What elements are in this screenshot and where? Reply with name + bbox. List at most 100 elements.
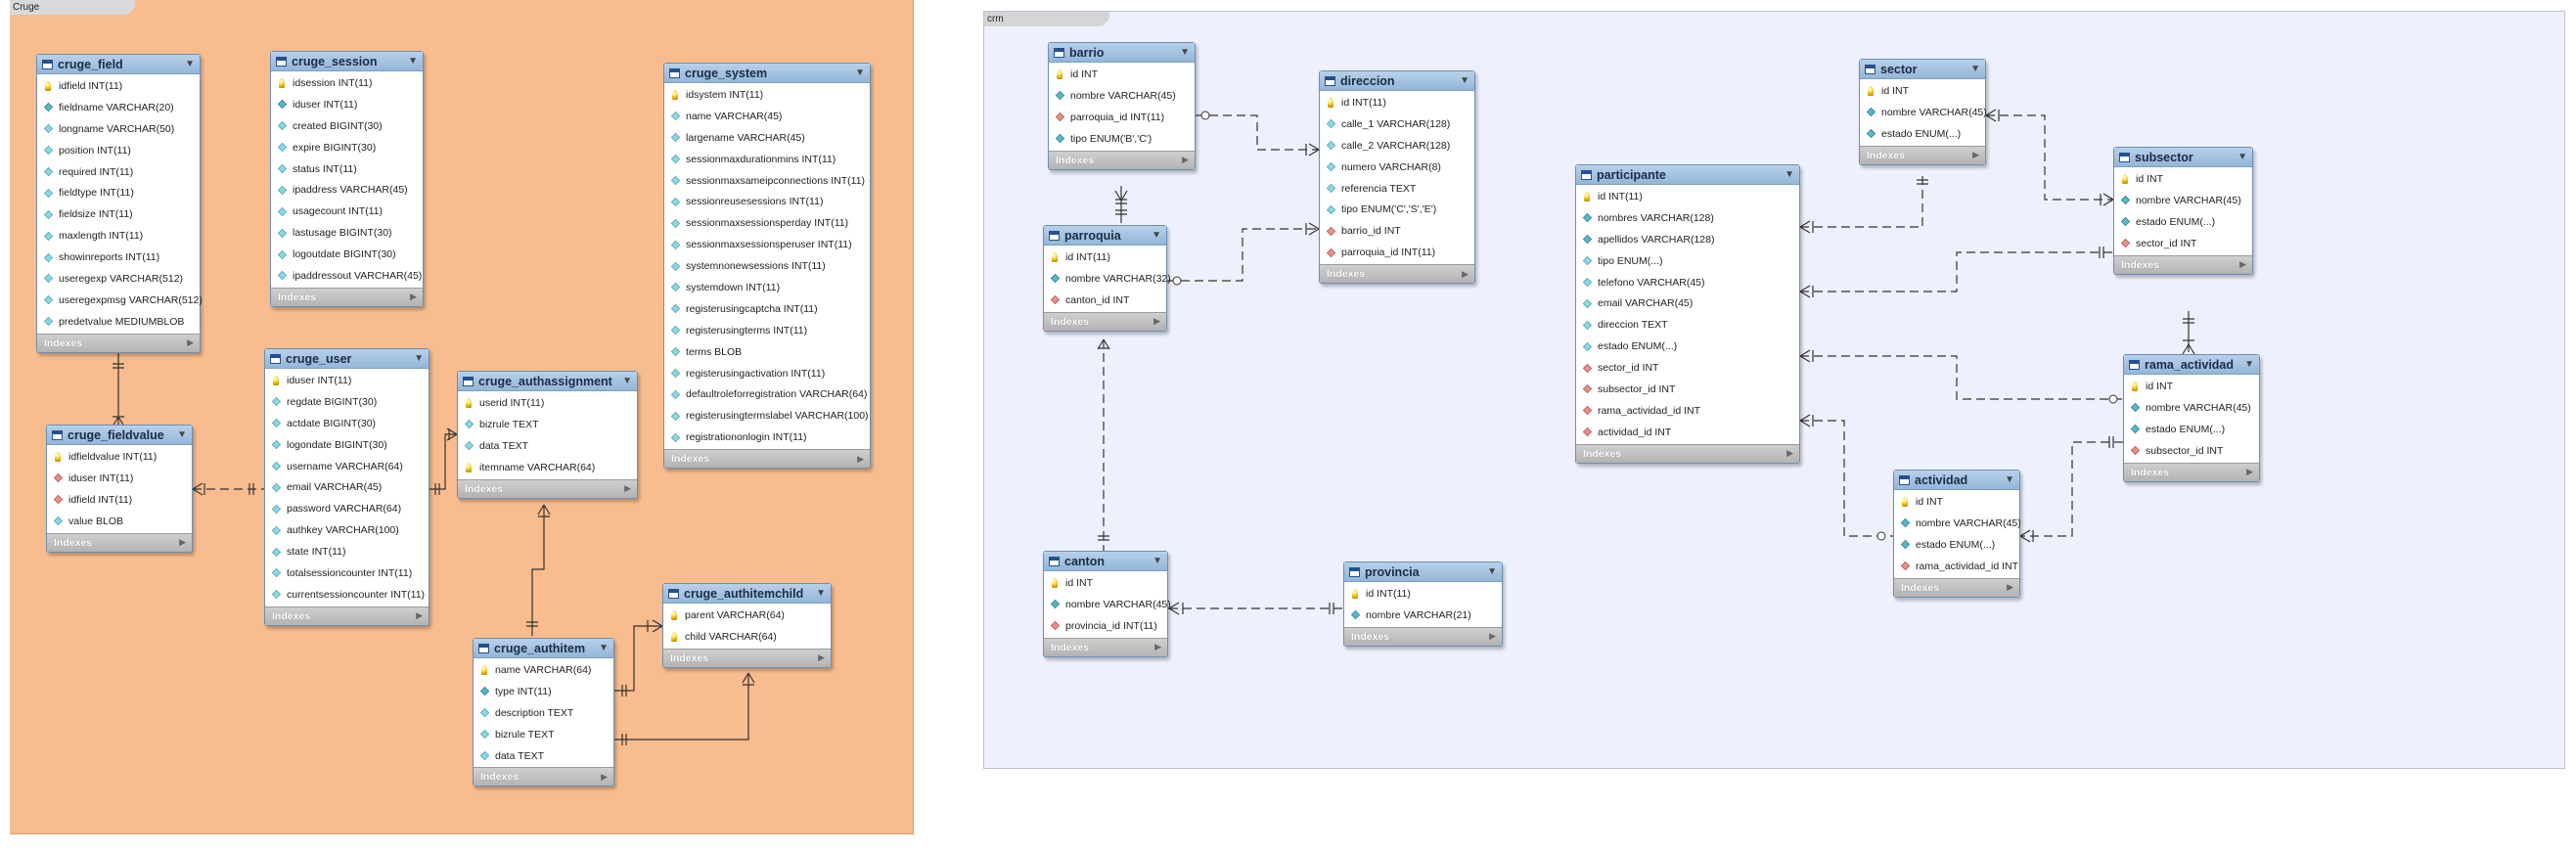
column-row[interactable]: fieldname VARCHAR(20) [37, 97, 200, 118]
column-row[interactable]: nombre VARCHAR(45) [2124, 397, 2259, 419]
column-row[interactable]: id INT(11) [1044, 247, 1166, 268]
column-row[interactable]: defaultroleforregistration VARCHAR(64) [664, 383, 870, 405]
column-row[interactable]: child VARCHAR(64) [663, 626, 831, 648]
column-row[interactable]: nombre VARCHAR(45) [1049, 85, 1195, 107]
column-row[interactable]: sessionmaxsessionsperday INT(11) [664, 212, 870, 234]
column-row[interactable]: actdate BIGINT(30) [265, 413, 429, 434]
column-row[interactable]: regdate BIGINT(30) [265, 391, 429, 413]
indexes-section[interactable]: Indexes▶ [37, 333, 200, 352]
expand-arrow-icon[interactable]: ▶ [1972, 150, 1979, 160]
collapse-arrow-icon[interactable]: ▼ [414, 353, 424, 364]
indexes-section[interactable]: Indexes▶ [271, 287, 423, 306]
expand-arrow-icon[interactable]: ▶ [1489, 631, 1496, 642]
column-row[interactable]: registerusingactivation INT(11) [664, 363, 870, 384]
table-header[interactable]: subsector▼ [2114, 148, 2252, 167]
column-row[interactable]: rama_actividad_id INT [1894, 556, 2019, 577]
column-row[interactable]: sessionmaxdurationmins INT(11) [664, 149, 870, 170]
indexes-section[interactable]: Indexes▶ [1894, 577, 2019, 597]
table-header[interactable]: canton▼ [1044, 552, 1167, 571]
column-row[interactable]: parent VARCHAR(64) [663, 605, 831, 626]
column-row[interactable]: idfield INT(11) [47, 489, 192, 511]
expand-arrow-icon[interactable]: ▶ [1182, 155, 1189, 165]
column-row[interactable]: estado ENUM(...) [2124, 419, 2259, 440]
column-row[interactable]: sessionreusesessions INT(11) [664, 191, 870, 212]
column-row[interactable]: longname VARCHAR(50) [37, 118, 200, 140]
column-row[interactable]: barrio_id INT [1320, 220, 1474, 242]
column-row[interactable]: username VARCHAR(64) [265, 456, 429, 477]
column-row[interactable]: useregexpmsg VARCHAR(512) [37, 290, 203, 311]
indexes-section[interactable]: Indexes▶ [1860, 145, 1985, 164]
column-row[interactable]: authkey VARCHAR(100) [265, 519, 429, 541]
expand-arrow-icon[interactable]: ▶ [179, 537, 186, 548]
column-row[interactable]: email VARCHAR(45) [265, 476, 429, 498]
column-row[interactable]: nombre VARCHAR(45) [1860, 102, 1987, 123]
column-row[interactable]: provincia_id INT(11) [1044, 615, 1167, 637]
table-header[interactable]: cruge_authitemchild▼ [663, 584, 831, 604]
column-row[interactable]: id INT [1860, 80, 1985, 102]
column-row[interactable]: bizrule TEXT [474, 724, 613, 745]
column-row[interactable]: value BLOB [47, 511, 192, 532]
column-row[interactable]: itemname VARCHAR(64) [458, 457, 637, 478]
collapse-arrow-icon[interactable]: ▼ [177, 429, 187, 440]
column-row[interactable]: direccion TEXT [1576, 314, 1799, 336]
column-row[interactable]: registrationonlogin INT(11) [664, 426, 870, 448]
column-row[interactable]: idfieldvalue INT(11) [47, 446, 192, 468]
column-row[interactable]: sector_id INT [1576, 357, 1799, 379]
column-row[interactable]: numero VARCHAR(8) [1320, 157, 1474, 178]
table-header[interactable]: sector▼ [1860, 60, 1985, 79]
collapse-arrow-icon[interactable]: ▼ [855, 67, 865, 78]
column-row[interactable]: description TEXT [474, 702, 613, 724]
column-row[interactable]: sessionmaxsessionsperuser INT(11) [664, 234, 870, 255]
column-row[interactable]: nombre VARCHAR(45) [1044, 594, 1171, 615]
collapse-arrow-icon[interactable]: ▼ [622, 376, 632, 386]
column-row[interactable]: id INT(11) [1344, 583, 1502, 605]
table-cruge-field[interactable]: cruge_field▼idfield INT(11)fieldname VAR… [36, 54, 203, 353]
column-row[interactable]: id INT(11) [1576, 186, 1799, 207]
table-cruge-authitemchild[interactable]: cruge_authitemchild▼parent VARCHAR(64)ch… [662, 583, 832, 668]
column-row[interactable]: id INT(11) [1320, 92, 1474, 113]
column-row[interactable]: apellidos VARCHAR(128) [1576, 229, 1799, 250]
indexes-section[interactable]: Indexes▶ [458, 478, 637, 498]
column-row[interactable]: type INT(11) [474, 681, 613, 702]
expand-arrow-icon[interactable]: ▶ [818, 652, 825, 663]
collapse-arrow-icon[interactable]: ▼ [1180, 47, 1190, 58]
table-header[interactable]: cruge_user▼ [265, 349, 429, 369]
collapse-arrow-icon[interactable]: ▼ [408, 56, 418, 67]
column-row[interactable]: iduser INT(11) [271, 94, 423, 115]
column-row[interactable]: position INT(11) [37, 140, 200, 161]
column-row[interactable]: state INT(11) [265, 541, 429, 562]
table-header[interactable]: barrio▼ [1049, 43, 1195, 63]
column-row[interactable]: subsector_id INT [1576, 379, 1799, 400]
column-row[interactable]: id INT [2124, 376, 2259, 397]
expand-arrow-icon[interactable]: ▶ [2246, 467, 2253, 477]
table-header[interactable]: cruge_authitem▼ [474, 639, 613, 658]
collapse-arrow-icon[interactable]: ▼ [1487, 566, 1497, 577]
column-row[interactable]: estado ENUM(...) [2114, 211, 2252, 233]
expand-arrow-icon[interactable]: ▶ [624, 483, 631, 494]
indexes-section[interactable]: Indexes▶ [265, 606, 429, 625]
column-row[interactable]: id INT [1044, 572, 1167, 594]
table-header[interactable]: provincia▼ [1344, 562, 1502, 582]
collapse-arrow-icon[interactable]: ▼ [2237, 152, 2247, 162]
table-cruge-authitem[interactable]: cruge_authitem▼name VARCHAR(64)type INT(… [473, 638, 614, 787]
column-row[interactable]: status INT(11) [271, 158, 423, 180]
column-row[interactable]: actividad_id INT [1576, 422, 1799, 443]
column-row[interactable]: showinreports INT(11) [37, 247, 200, 268]
column-row[interactable]: fieldtype INT(11) [37, 182, 200, 203]
column-row[interactable]: registerusingterms INT(11) [664, 320, 870, 341]
column-row[interactable]: data TEXT [458, 435, 637, 457]
column-row[interactable]: tipo ENUM('B','C') [1049, 128, 1195, 150]
column-row[interactable]: predetvalue MEDIUMBLOB [37, 311, 200, 333]
indexes-section[interactable]: Indexes▶ [1344, 626, 1502, 646]
column-row[interactable]: calle_2 VARCHAR(128) [1320, 135, 1474, 157]
table-header[interactable]: rama_actividad▼ [2124, 355, 2259, 375]
collapse-arrow-icon[interactable]: ▼ [1152, 230, 1161, 241]
column-row[interactable]: nombre VARCHAR(21) [1344, 605, 1502, 626]
column-row[interactable]: useregexp VARCHAR(512) [37, 268, 200, 290]
column-row[interactable]: sessionmaxsameipconnections INT(11) [664, 170, 870, 192]
